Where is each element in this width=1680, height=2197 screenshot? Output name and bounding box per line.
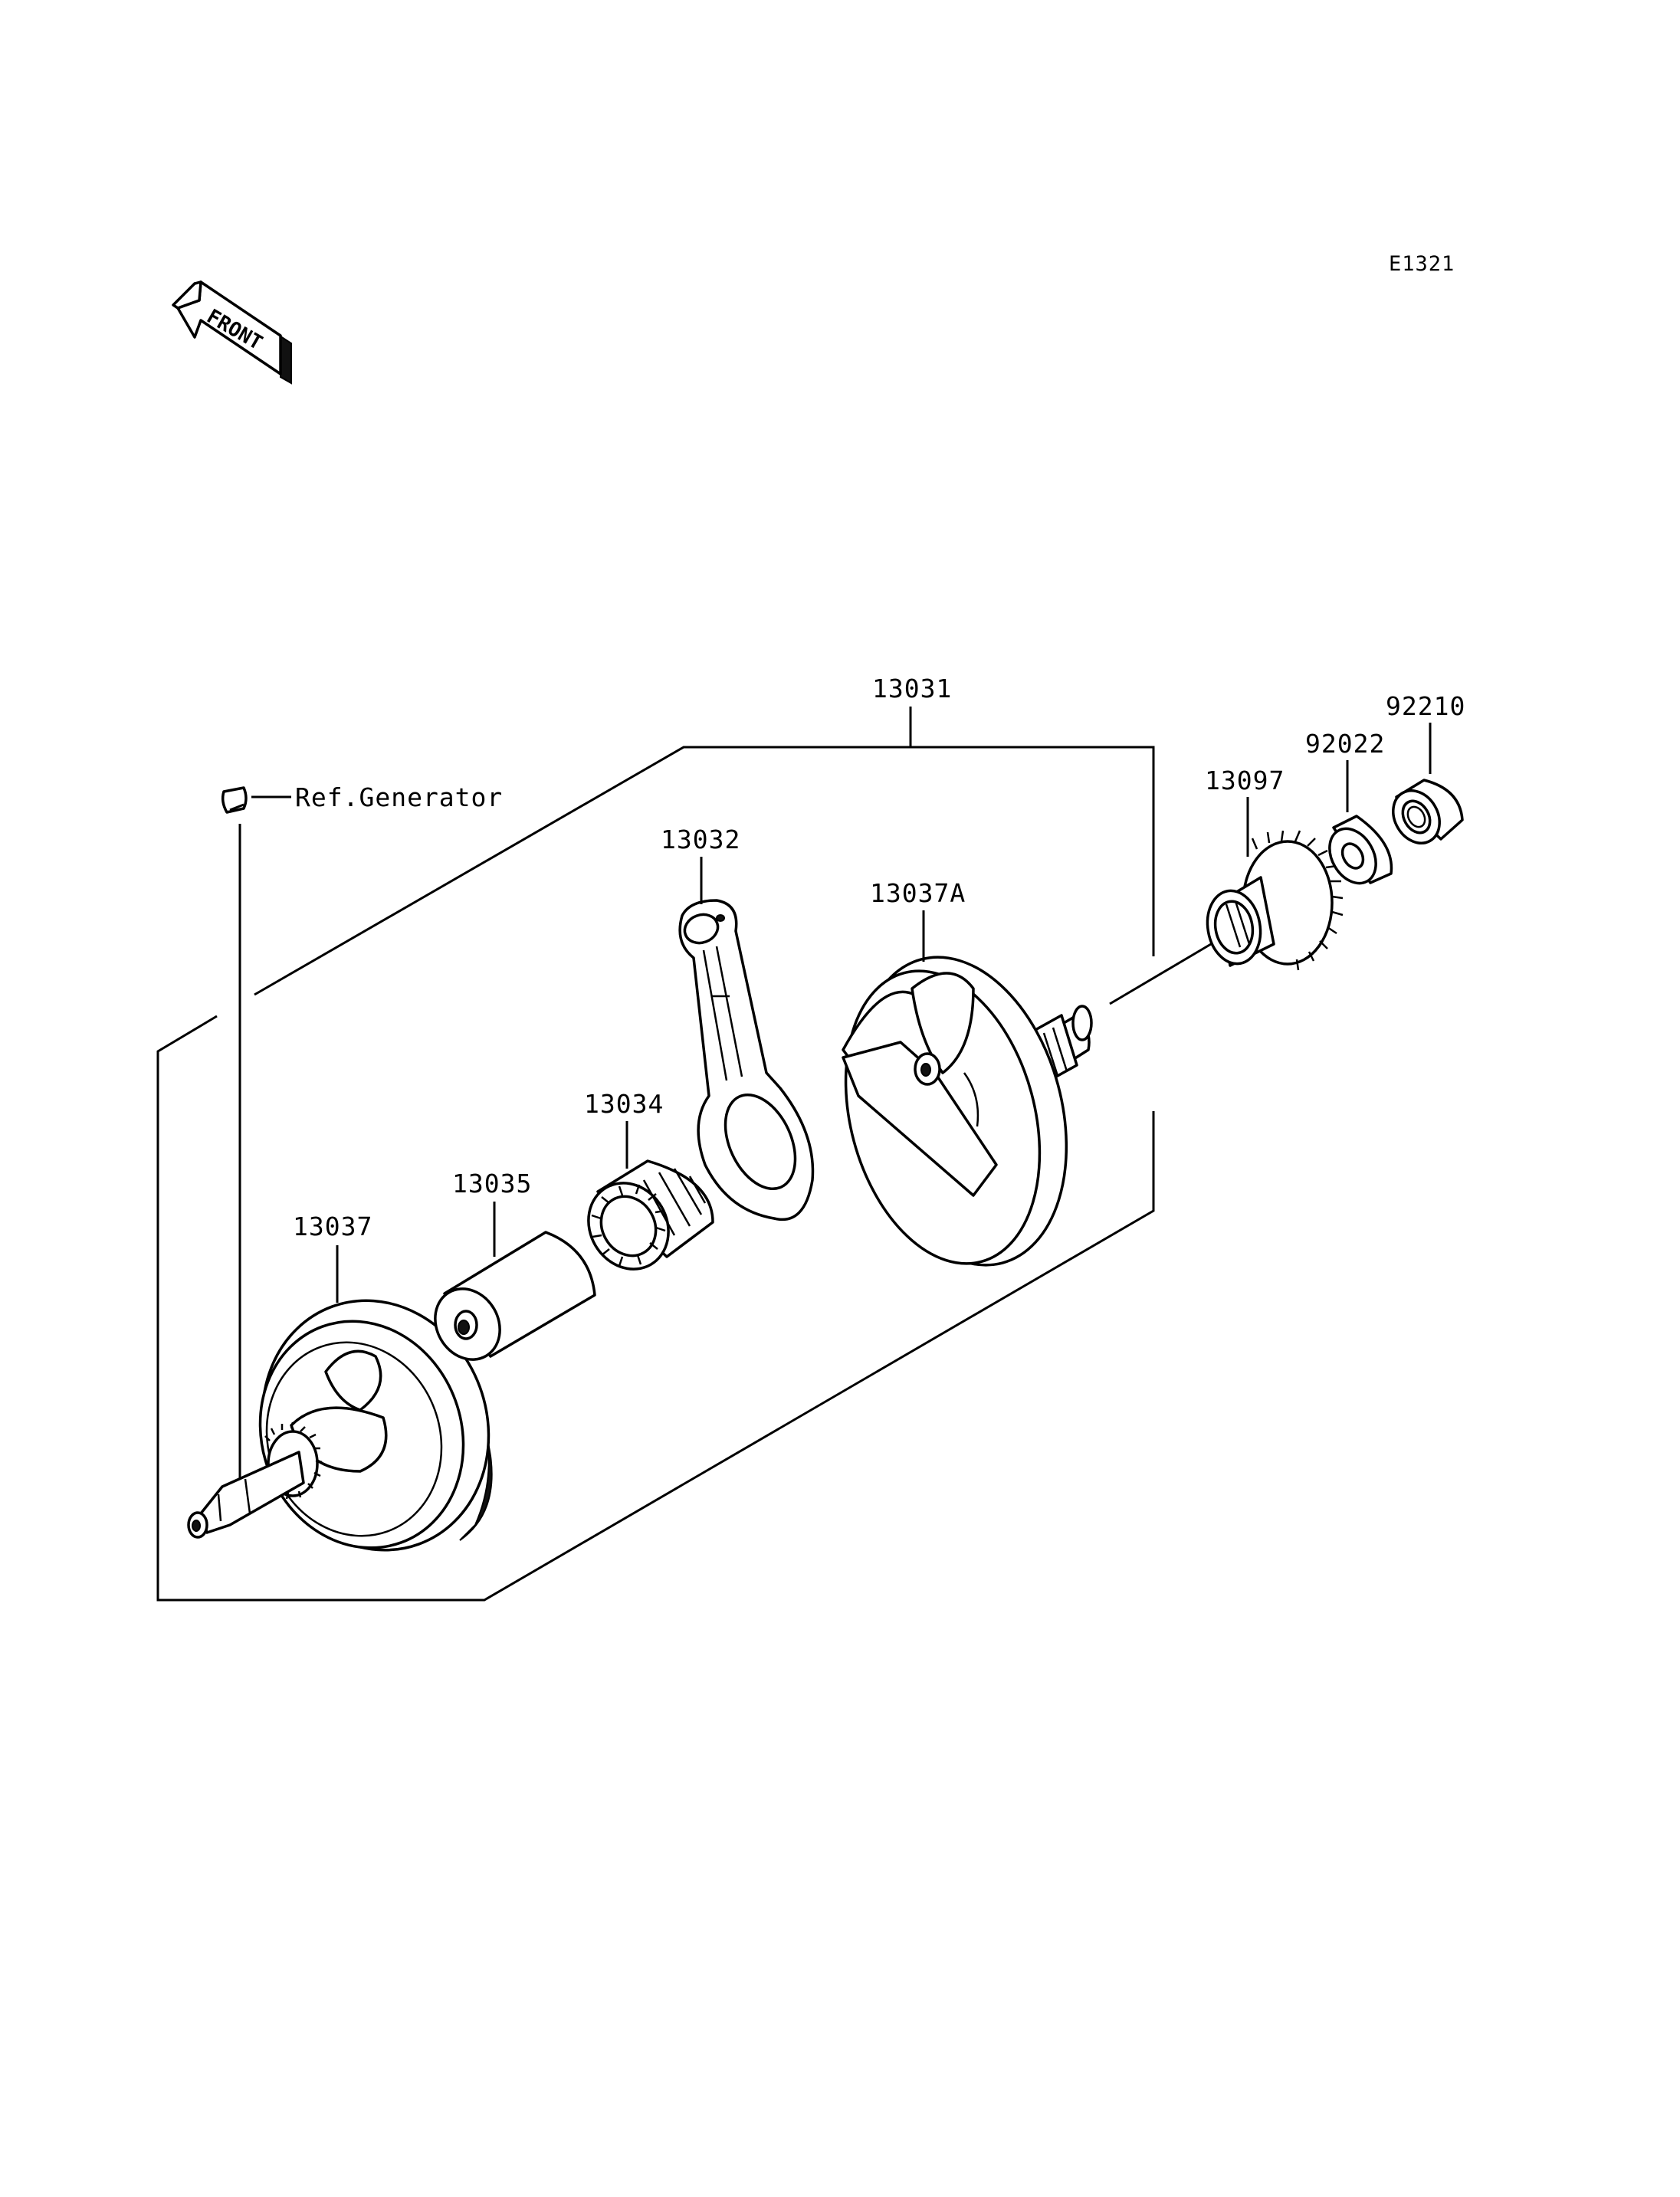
connecting-rod bbox=[678, 899, 815, 1221]
left-crank-flywheel bbox=[187, 1299, 493, 1552]
right-crank-flywheel bbox=[842, 956, 1093, 1267]
axis-line bbox=[1109, 943, 1212, 1005]
part-label-13032: 13032 bbox=[661, 825, 740, 854]
needle-bearing bbox=[587, 1159, 714, 1271]
nut bbox=[1392, 779, 1464, 844]
part-label-13037: 13037 bbox=[293, 1212, 372, 1241]
assembly-bracket bbox=[909, 707, 1155, 956]
part-label-92210: 92210 bbox=[1386, 691, 1465, 721]
part-label-92022: 92022 bbox=[1305, 729, 1385, 759]
front-arrow-icon: FRONT bbox=[172, 280, 292, 385]
crank-pin bbox=[434, 1231, 596, 1361]
part-label-13031: 13031 bbox=[872, 674, 952, 703]
woodruff-key-icon bbox=[221, 786, 248, 814]
washer bbox=[1328, 815, 1393, 885]
ref-generator-label: Ref.Generator bbox=[295, 782, 503, 812]
diagram-code: E1321 bbox=[1389, 252, 1455, 276]
part-label-13037A: 13037A bbox=[870, 878, 966, 908]
part-label-13034: 13034 bbox=[584, 1089, 664, 1119]
part-label-13097: 13097 bbox=[1205, 766, 1285, 795]
crankshaft-gear bbox=[1206, 830, 1344, 971]
part-label-13035: 13035 bbox=[452, 1169, 532, 1199]
